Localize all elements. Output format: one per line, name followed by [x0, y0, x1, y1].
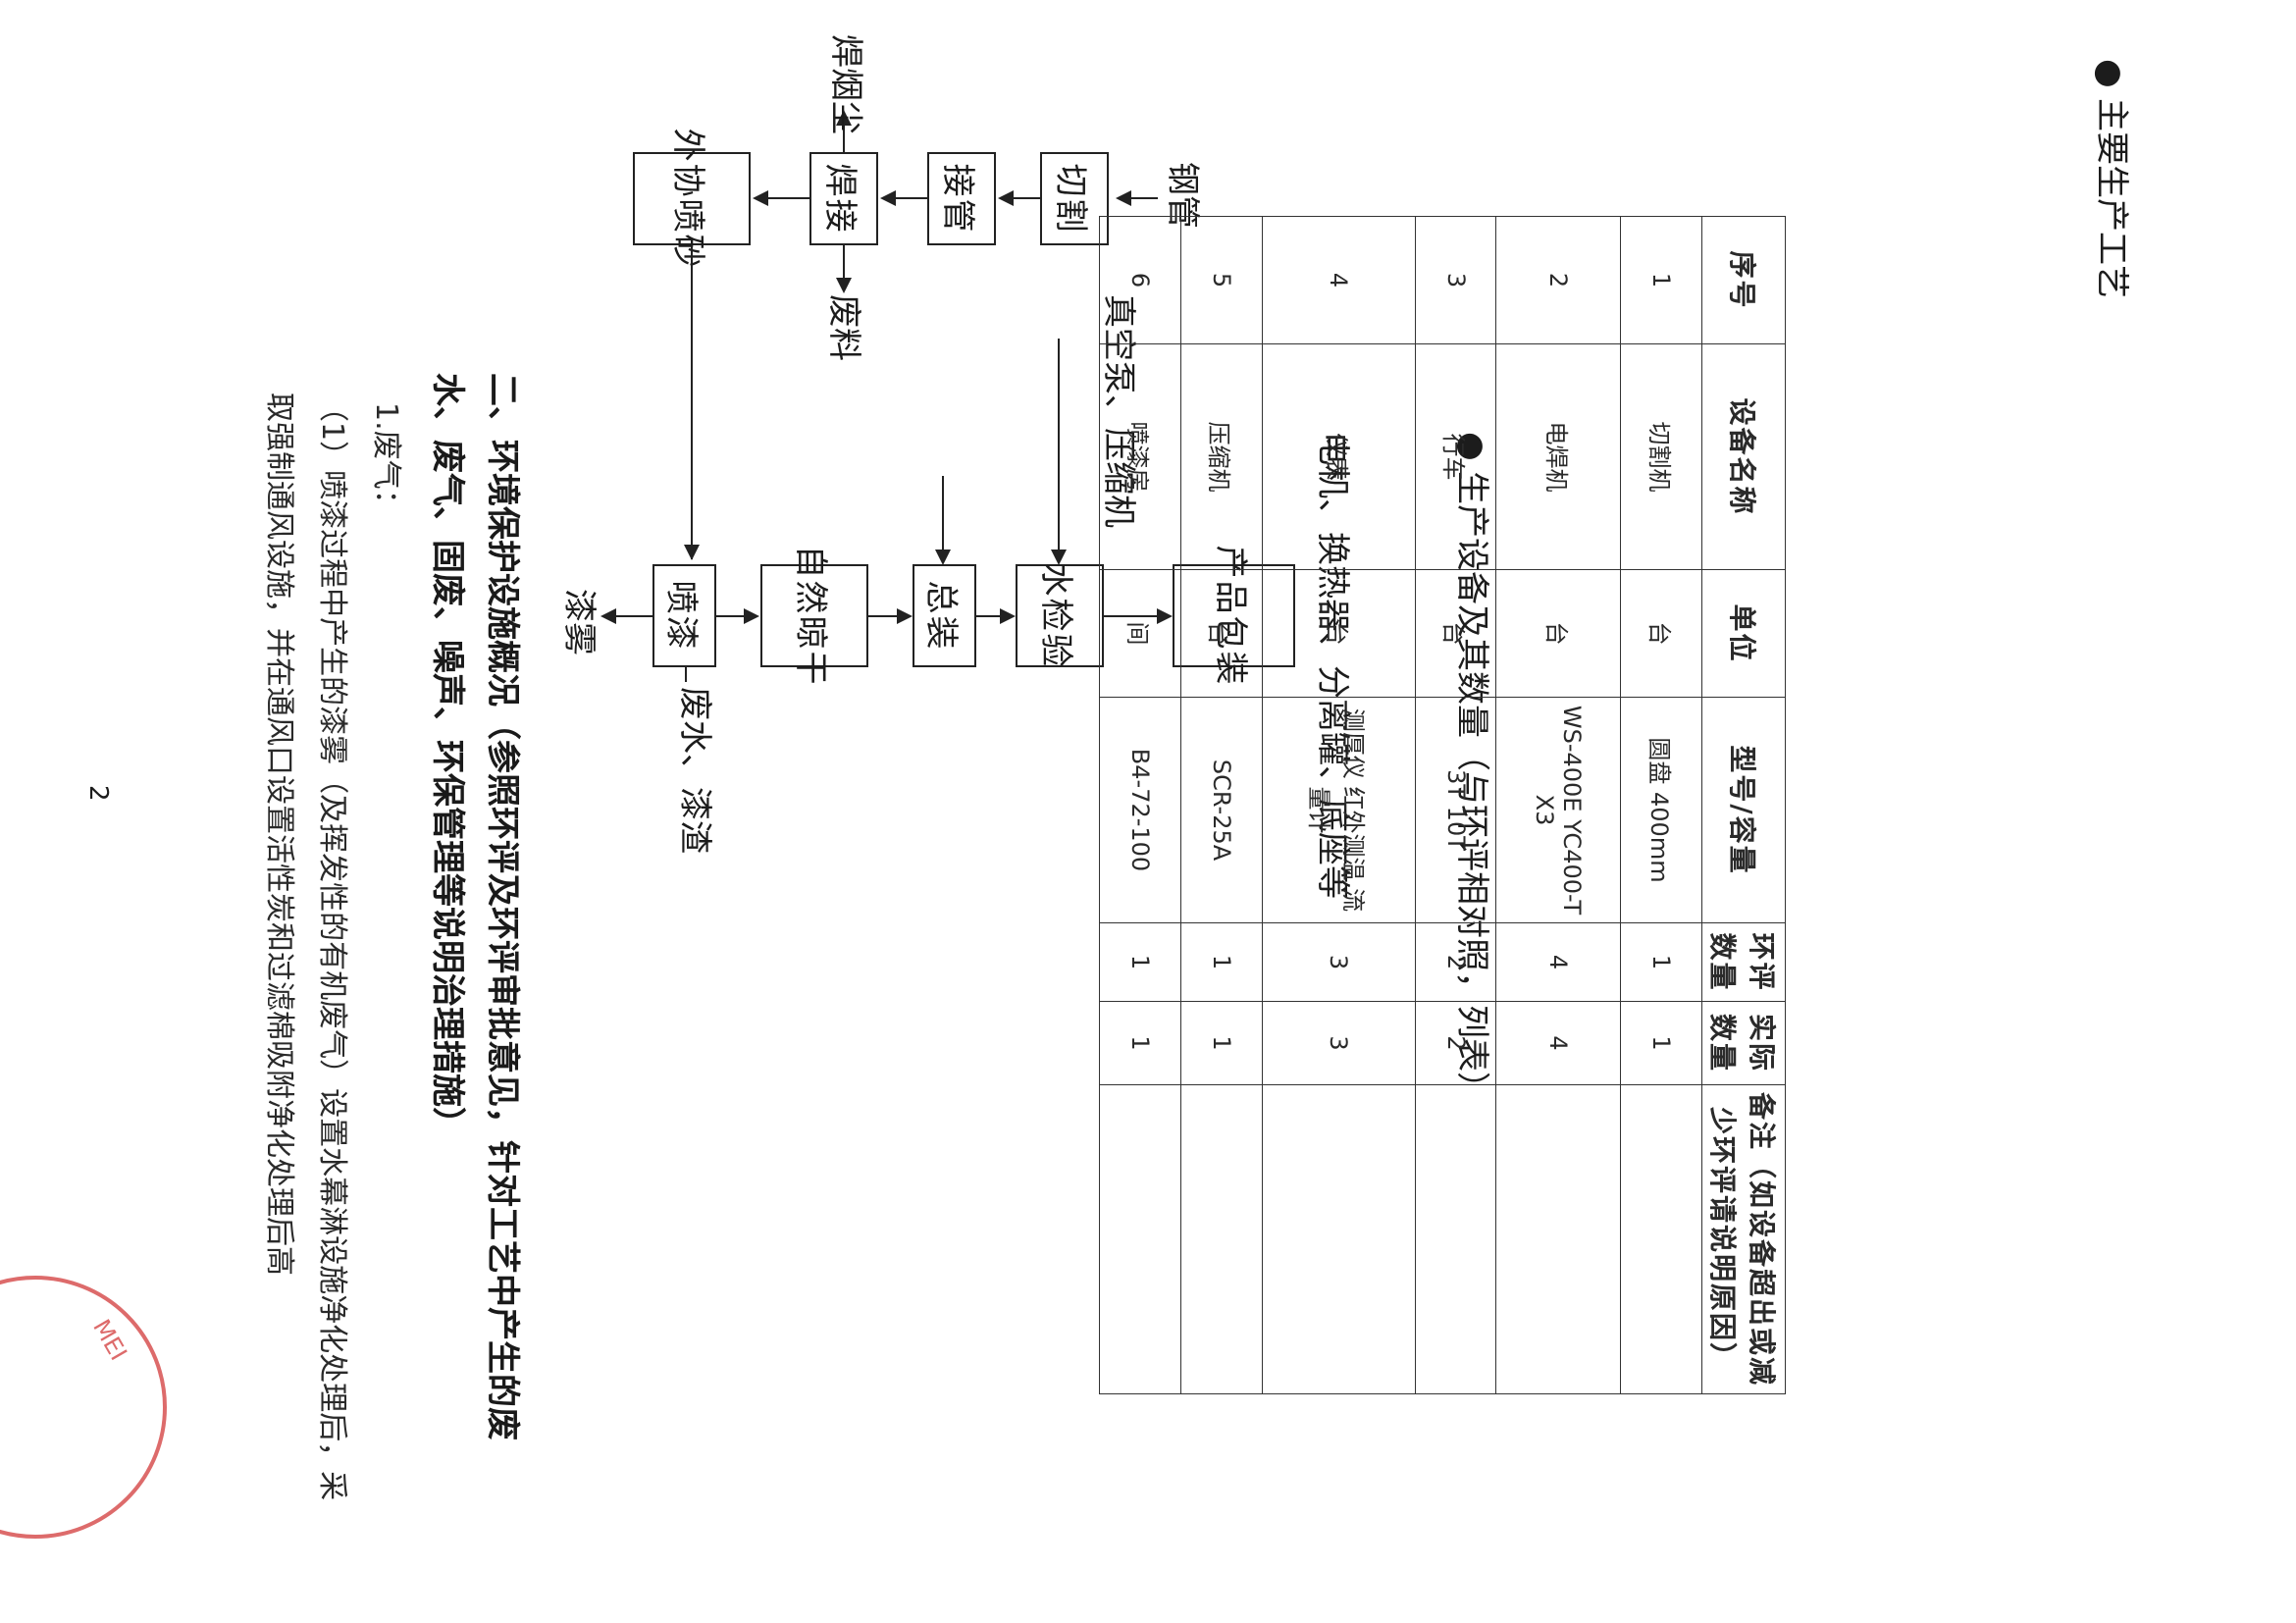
- bullet-dot: ●: [2090, 59, 2129, 88]
- cell-no: 6: [1099, 216, 1181, 344]
- cell-actual-qty: 1: [1620, 1001, 1702, 1085]
- flow-box-assemble: 总装: [913, 564, 976, 667]
- cell-no: 3: [1415, 216, 1496, 344]
- cell-name: 电焊机: [1496, 343, 1621, 570]
- cell-remark: [1262, 1084, 1416, 1394]
- flow-box-paint: 喷漆: [652, 564, 716, 667]
- arrow-down: [600, 608, 616, 624]
- cell-actual-qty: 1: [1180, 1001, 1263, 1085]
- flow-text-wastewater: 废水、漆渣: [675, 687, 714, 854]
- cell-name: 行车: [1415, 343, 1496, 570]
- arrow-up: [744, 608, 759, 624]
- flow-box-dry: 自然晾干: [760, 546, 868, 687]
- equipment-table: 序号 设备名称 单位 型号/容量 环评数量 实际数量 备注（如设备超出或减少环评…: [1099, 216, 1786, 1394]
- cell-eia-qty: 2: [1415, 922, 1496, 1002]
- cell-eia-qty: 3: [1262, 922, 1416, 1002]
- arrow-up: [1000, 608, 1016, 624]
- cell-unit: 台: [1415, 569, 1496, 698]
- arrow-down: [998, 190, 1014, 206]
- cell-unit: 台: [1496, 569, 1621, 698]
- cell-unit: 台: [1262, 569, 1416, 698]
- flow-box-watertest: 水检验: [1016, 563, 1104, 669]
- table-row: 1 切割机 台 圆盘 400mm 1 1: [1620, 216, 1702, 1394]
- cell-eia-qty: 1: [1099, 922, 1181, 1002]
- cell-actual-qty: 1: [1099, 1001, 1181, 1085]
- cell-actual-qty: 4: [1496, 1001, 1621, 1085]
- cell-model: 圆盘 400mm: [1620, 697, 1702, 923]
- flow-text-scrap: 废料: [824, 294, 863, 361]
- col-header-actual-qty: 实际数量: [1701, 1001, 1786, 1085]
- table-row: 3 行车 台 3T 10T 2 2: [1415, 216, 1496, 1394]
- paragraph-paint-mist: （1）喷漆过程中产生的漆雾（及挥发性的有机废气）设置水幕淋设施净化处理后，采取强…: [262, 393, 349, 1501]
- cell-name: 仪表: [1262, 343, 1416, 570]
- cell-model: WS-400E YC400-TX3: [1496, 697, 1621, 923]
- col-header-name: 设备名称: [1701, 343, 1786, 570]
- arrow-down: [1116, 190, 1131, 206]
- col-header-no: 序号: [1701, 216, 1786, 344]
- table-row: 4 仪表 台 测厚仪 红外测温 流量计 3 3: [1262, 216, 1416, 1394]
- cell-remark: [1496, 1084, 1621, 1394]
- cell-actual-qty: 2: [1415, 1001, 1496, 1085]
- flow-box-weld: 焊接: [809, 152, 878, 245]
- arrow-up: [897, 608, 913, 624]
- col-header-unit: 单位: [1701, 569, 1786, 698]
- cell-no: 1: [1620, 216, 1702, 344]
- cell-no: 4: [1262, 216, 1416, 344]
- col-header-model: 型号/容量: [1701, 697, 1786, 923]
- arrow-right: [1051, 550, 1067, 565]
- arrow-down: [880, 190, 896, 206]
- cell-unit: 台: [1180, 569, 1263, 698]
- arrow-right: [684, 545, 700, 560]
- cell-model: 测厚仪 红外测温 流量计: [1262, 697, 1416, 923]
- cell-unit: 台: [1620, 569, 1702, 698]
- cell-remark: [1180, 1084, 1263, 1394]
- cell-model: SCR-25A: [1180, 697, 1263, 923]
- cell-actual-qty: 3: [1262, 1001, 1416, 1085]
- cell-remark: [1099, 1084, 1181, 1394]
- flow-box-joint: 接管: [927, 152, 996, 245]
- flow-text-smoke: 焊烟尘: [826, 34, 865, 134]
- cell-eia-qty: 1: [1620, 922, 1702, 1002]
- col-header-remark: 备注（如设备超出或减少环评请说明原因）: [1701, 1084, 1786, 1394]
- stamp-text: MEI: [87, 1314, 132, 1366]
- cell-remark: [1415, 1084, 1496, 1394]
- flow-box-sand: 外协喷砂: [633, 129, 751, 270]
- cell-model: 3T 10T: [1415, 697, 1496, 923]
- cell-unit: 间: [1099, 569, 1181, 698]
- table-row: 5 压缩机 台 SCR-25A 1 1: [1180, 216, 1263, 1394]
- section-heading-env: 二、环境保护设施概况（参照环评及环评审批意见，针对工艺中产生的废水、废气、固废、…: [428, 373, 522, 1440]
- flow-text-mist: 漆雾: [559, 589, 599, 655]
- cell-remark: [1620, 1084, 1702, 1394]
- cell-name: 喷漆房: [1099, 343, 1181, 570]
- cell-no: 2: [1496, 216, 1621, 344]
- subheading-waste-gas: 1.废气：: [369, 402, 403, 519]
- red-seal: MEI: [0, 1276, 167, 1539]
- section-title-process: 主要生产工艺: [2092, 98, 2131, 298]
- cell-no: 5: [1180, 216, 1263, 344]
- table-row: 2 电焊机 台 WS-400E YC400-TX3 4 4: [1496, 216, 1621, 1394]
- connector-sand-to-paint: [691, 245, 693, 559]
- table-row: 6 喷漆房 间 B4-72-100 1 1: [1099, 216, 1181, 1394]
- arrow-right: [935, 550, 951, 565]
- arrow-right: [836, 278, 852, 293]
- cell-model: B4-72-100: [1099, 697, 1181, 923]
- cell-eia-qty: 4: [1496, 922, 1621, 1002]
- col-header-eia-qty: 环评数量: [1701, 922, 1786, 1002]
- cell-eia-qty: 1: [1180, 922, 1263, 1002]
- cell-name: 切割机: [1620, 343, 1702, 570]
- cell-name: 压缩机: [1180, 343, 1263, 570]
- page-number: 2: [83, 785, 113, 802]
- arrow-down: [753, 190, 768, 206]
